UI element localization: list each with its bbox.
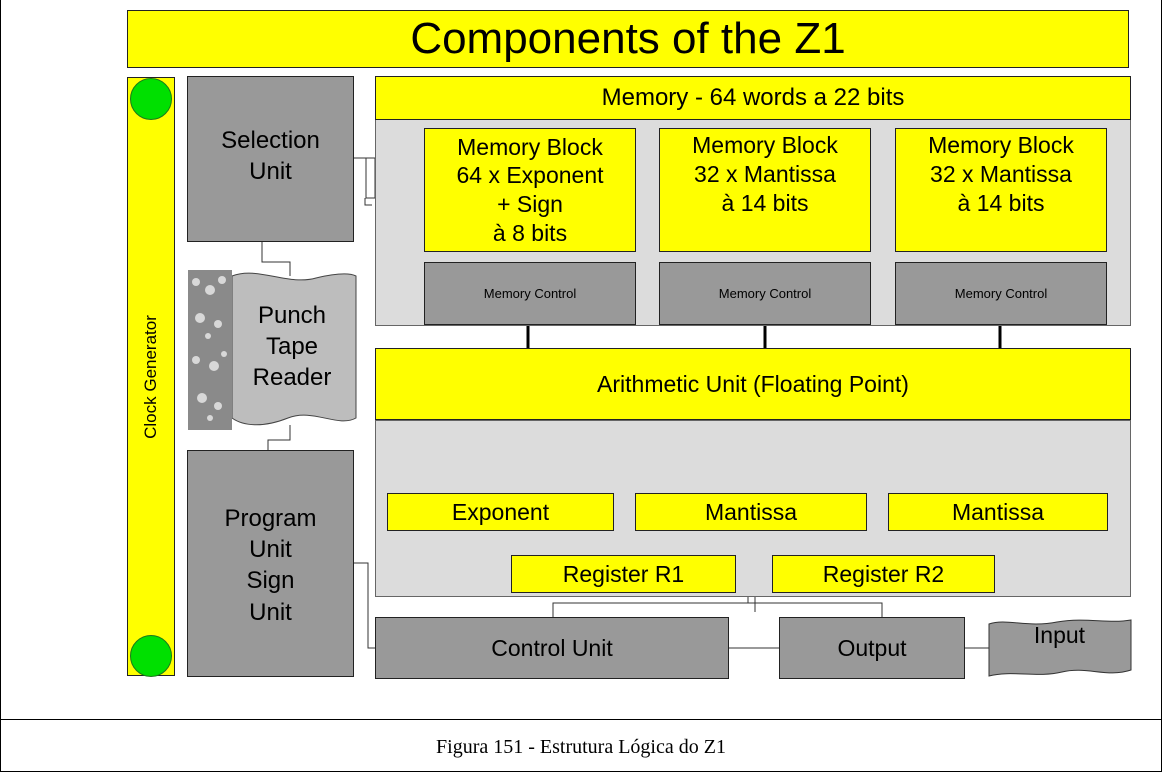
memory-block-mantissa-2: Memory Block 32 x Mantissa à 14 bits (895, 128, 1107, 252)
clock-bottom-dot (130, 635, 172, 677)
figure-caption: Figura 151 - Estrutura Lógica do Z1 (436, 736, 726, 758)
input-unit-shape (988, 619, 1132, 677)
selection-unit: Selection Unit (187, 76, 354, 242)
register-r1: Register R1 (511, 555, 736, 593)
selection-unit-line: Selection (221, 127, 320, 154)
clock-generator-bar (127, 77, 175, 676)
memory-control-3: Memory Control (895, 262, 1107, 325)
exponent-register: Exponent (387, 493, 614, 531)
caption-divider (0, 719, 1162, 720)
mantissa-register-2: Mantissa (888, 493, 1108, 531)
clock-top-dot (130, 78, 172, 120)
output-unit: Output (779, 617, 965, 679)
memory-control-2: Memory Control (659, 262, 871, 325)
input-unit-label: Input (1033, 622, 1086, 648)
memory-control-1: Memory Control (424, 262, 636, 325)
mantissa-register-1: Mantissa (635, 493, 867, 531)
clock-generator-label: Clock Generator (141, 314, 160, 439)
control-unit: Control Unit (375, 617, 729, 679)
punch-tape-reader-label: Punch Tape Reader (252, 302, 332, 392)
diagram-title: Components of the Z1 (127, 10, 1129, 68)
arithmetic-unit: Arithmetic Unit (Floating Point) (375, 348, 1131, 420)
memory-block-mantissa-1: Memory Block 32 x Mantissa à 14 bits (659, 128, 871, 252)
memory-block-exponent: Memory Block 64 x Exponent + Sign à 8 bi… (424, 128, 636, 252)
selection-unit-line: Unit (249, 158, 292, 186)
register-r2: Register R2 (772, 555, 995, 593)
memory-title: Memory - 64 words a 22 bits (375, 76, 1131, 120)
program-sign-unit: Program Unit Sign Unit (187, 450, 354, 677)
punch-tape-reader-shape (188, 270, 357, 430)
